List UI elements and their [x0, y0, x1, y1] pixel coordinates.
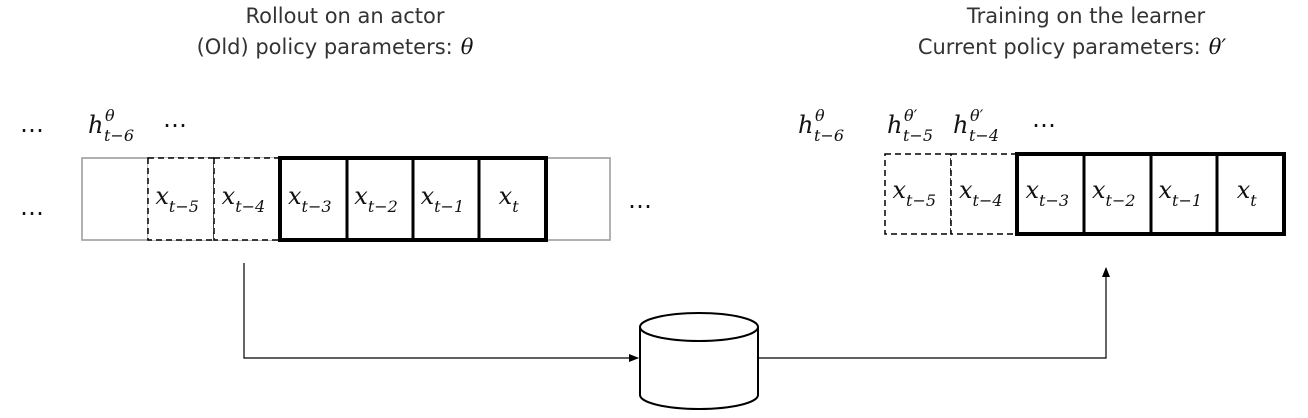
- right-cell-label-0: xt−5: [892, 176, 936, 210]
- left-cell-label-sub-2: t−3: [302, 197, 332, 216]
- right-title-line2-text: Current policy parameters:: [918, 35, 1201, 59]
- right-cell-label-base-5: x: [1237, 176, 1251, 204]
- left-cell-label-sub-4: t−1: [434, 197, 464, 216]
- left-cell-label-4: xt−1: [421, 182, 465, 216]
- left-cell-label-base-2: x: [288, 182, 302, 210]
- left-title-theta: θ: [461, 35, 474, 59]
- left-h-sub: t−6: [104, 126, 134, 145]
- right-hidden-state-t-6: h θ t−6: [798, 106, 844, 145]
- left-middle-dots: …: [163, 105, 187, 133]
- right-cell-label-sub-1: t−4: [973, 191, 1003, 210]
- left-hidden-state-label: h θ t−6: [88, 106, 134, 145]
- right-cell-label-4: xt−1: [1158, 176, 1202, 210]
- right-h5-sup: θ′: [904, 106, 918, 125]
- right-cell-label-sub-4: t−1: [1172, 191, 1202, 210]
- right-cell-label-base-3: x: [1092, 176, 1106, 204]
- left-cell-label-0: xt−5: [155, 182, 199, 216]
- left-cell-label-sub-5: t: [512, 197, 519, 216]
- right-cell-label-base-4: x: [1158, 176, 1172, 204]
- right-cell-label-base-0: x: [892, 176, 906, 204]
- left-cell-label-base-3: x: [354, 182, 368, 210]
- left-title-line1: Rollout on an actor: [245, 4, 444, 28]
- left-title-line2: (Old) policy parameters: θ: [197, 35, 474, 59]
- right-cell-label-sub-5: t: [1250, 191, 1257, 210]
- left-title-line2-text: (Old) policy parameters:: [197, 35, 453, 59]
- left-cell-label-2: xt−3: [288, 182, 332, 216]
- replay-buffer-database-icon: [639, 312, 759, 410]
- right-h5-sub: t−5: [903, 126, 933, 145]
- buffer-to-learner-arrow: [759, 267, 1110, 359]
- left-cell-label-base-0: x: [155, 182, 169, 210]
- left-cell-label-base-1: x: [222, 182, 236, 210]
- left-empty-cell-end: [545, 157, 611, 241]
- left-cell-label-base-5: x: [499, 182, 513, 210]
- left-cell-x-t-4: [213, 157, 281, 241]
- left-cell-label-1: xt−4: [222, 182, 266, 216]
- right-title-line1: Training on the learner: [966, 4, 1206, 28]
- right-h4-base: h: [953, 111, 968, 139]
- left-row-dots: …: [20, 193, 44, 221]
- right-title-theta-prime: θ′: [1209, 35, 1227, 59]
- left-cell-label-sub-3: t−2: [368, 197, 398, 216]
- left-h-sup: θ: [105, 106, 115, 125]
- right-hidden-state-t-4: h θ′ t−4: [953, 106, 999, 145]
- right-cell-x-t-5: [884, 153, 952, 235]
- right-h6-sup: θ: [815, 106, 825, 125]
- right-cell-label-2: xt−3: [1025, 176, 1069, 210]
- right-cell-label-3: xt−2: [1092, 176, 1136, 210]
- left-h-base: h: [88, 111, 103, 139]
- left-cell-label-3: xt−2: [354, 182, 398, 216]
- left-cell-label-base-4: x: [421, 182, 435, 210]
- left-trailing-dots: …: [628, 186, 652, 214]
- right-title-line2: Current policy parameters: θ′: [918, 35, 1227, 59]
- right-h4-sub: t−4: [969, 126, 999, 145]
- right-top-dots: …: [1032, 105, 1056, 133]
- right-cell-x-t-4: [950, 153, 1018, 235]
- right-h6-base: h: [798, 111, 813, 139]
- left-empty-cell-start: [81, 157, 149, 241]
- right-cell-label-base-2: x: [1025, 176, 1039, 204]
- right-cell-label-sub-3: t−2: [1106, 191, 1136, 210]
- right-hidden-state-t-5: h θ′ t−5: [887, 106, 933, 145]
- right-cell-label-base-1: x: [959, 176, 973, 204]
- left-top-dots: …: [20, 110, 44, 138]
- right-cell-label-1: xt−4: [959, 176, 1003, 210]
- left-cell-x-t-5: [147, 157, 215, 241]
- left-cell-label-5: xt: [499, 182, 520, 216]
- left-cell-label-sub-0: t−5: [169, 197, 199, 216]
- left-cell-label-sub-1: t−4: [235, 197, 265, 216]
- right-h5-base: h: [887, 111, 902, 139]
- right-cell-label-5: xt: [1237, 176, 1258, 210]
- right-cell-label-sub-2: t−3: [1039, 191, 1069, 210]
- right-h6-sub: t−6: [814, 126, 844, 145]
- actor-to-buffer-arrow: [243, 263, 639, 362]
- right-cell-label-sub-0: t−5: [906, 191, 936, 210]
- right-h4-sup: θ′: [970, 106, 984, 125]
